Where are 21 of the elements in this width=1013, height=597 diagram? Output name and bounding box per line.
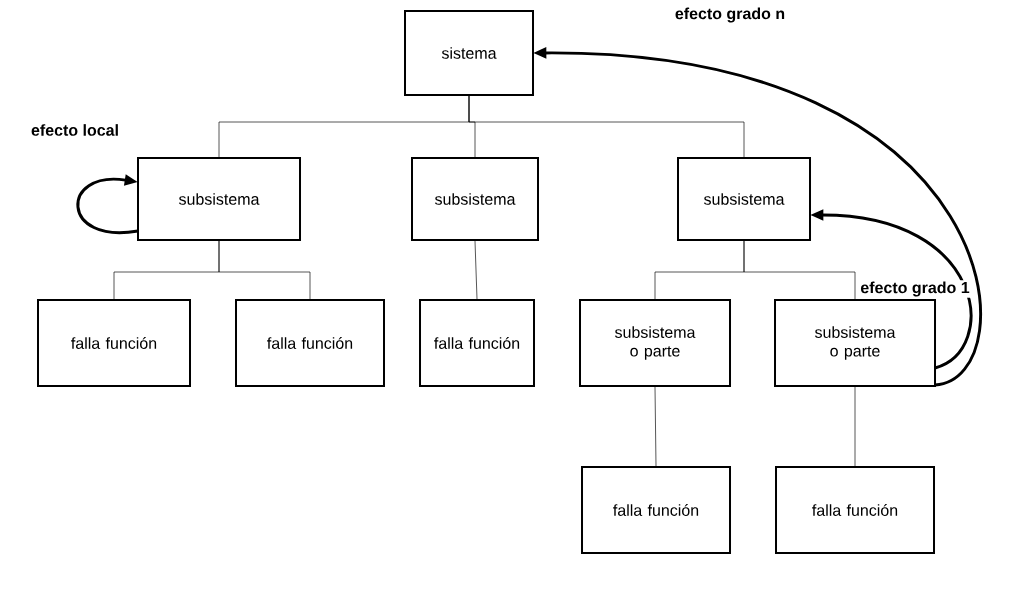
connector-line [468, 95, 745, 158]
box: subsistema o parte [774, 299, 936, 387]
edge-label: efecto grado n [673, 6, 787, 24]
connector-line [474, 240, 478, 300]
box: subsistema [137, 157, 301, 241]
box: subsistema [411, 157, 539, 241]
box: subsistema [677, 157, 811, 241]
connector-line [654, 386, 657, 467]
edge-label: efecto local [29, 122, 121, 138]
connector-line [218, 240, 311, 300]
box: falla función [581, 466, 731, 554]
box: falla función [775, 466, 935, 554]
box: subsistema o parte [579, 299, 731, 387]
curved-arrow [76, 174, 139, 235]
box: falla función [37, 299, 191, 387]
box: sistema [404, 10, 534, 96]
edge-label: efecto grado 1 [859, 280, 971, 298]
connector-line [743, 240, 856, 300]
box: falla función [419, 299, 535, 387]
connector-line [854, 386, 856, 467]
box: falla función [235, 299, 385, 387]
